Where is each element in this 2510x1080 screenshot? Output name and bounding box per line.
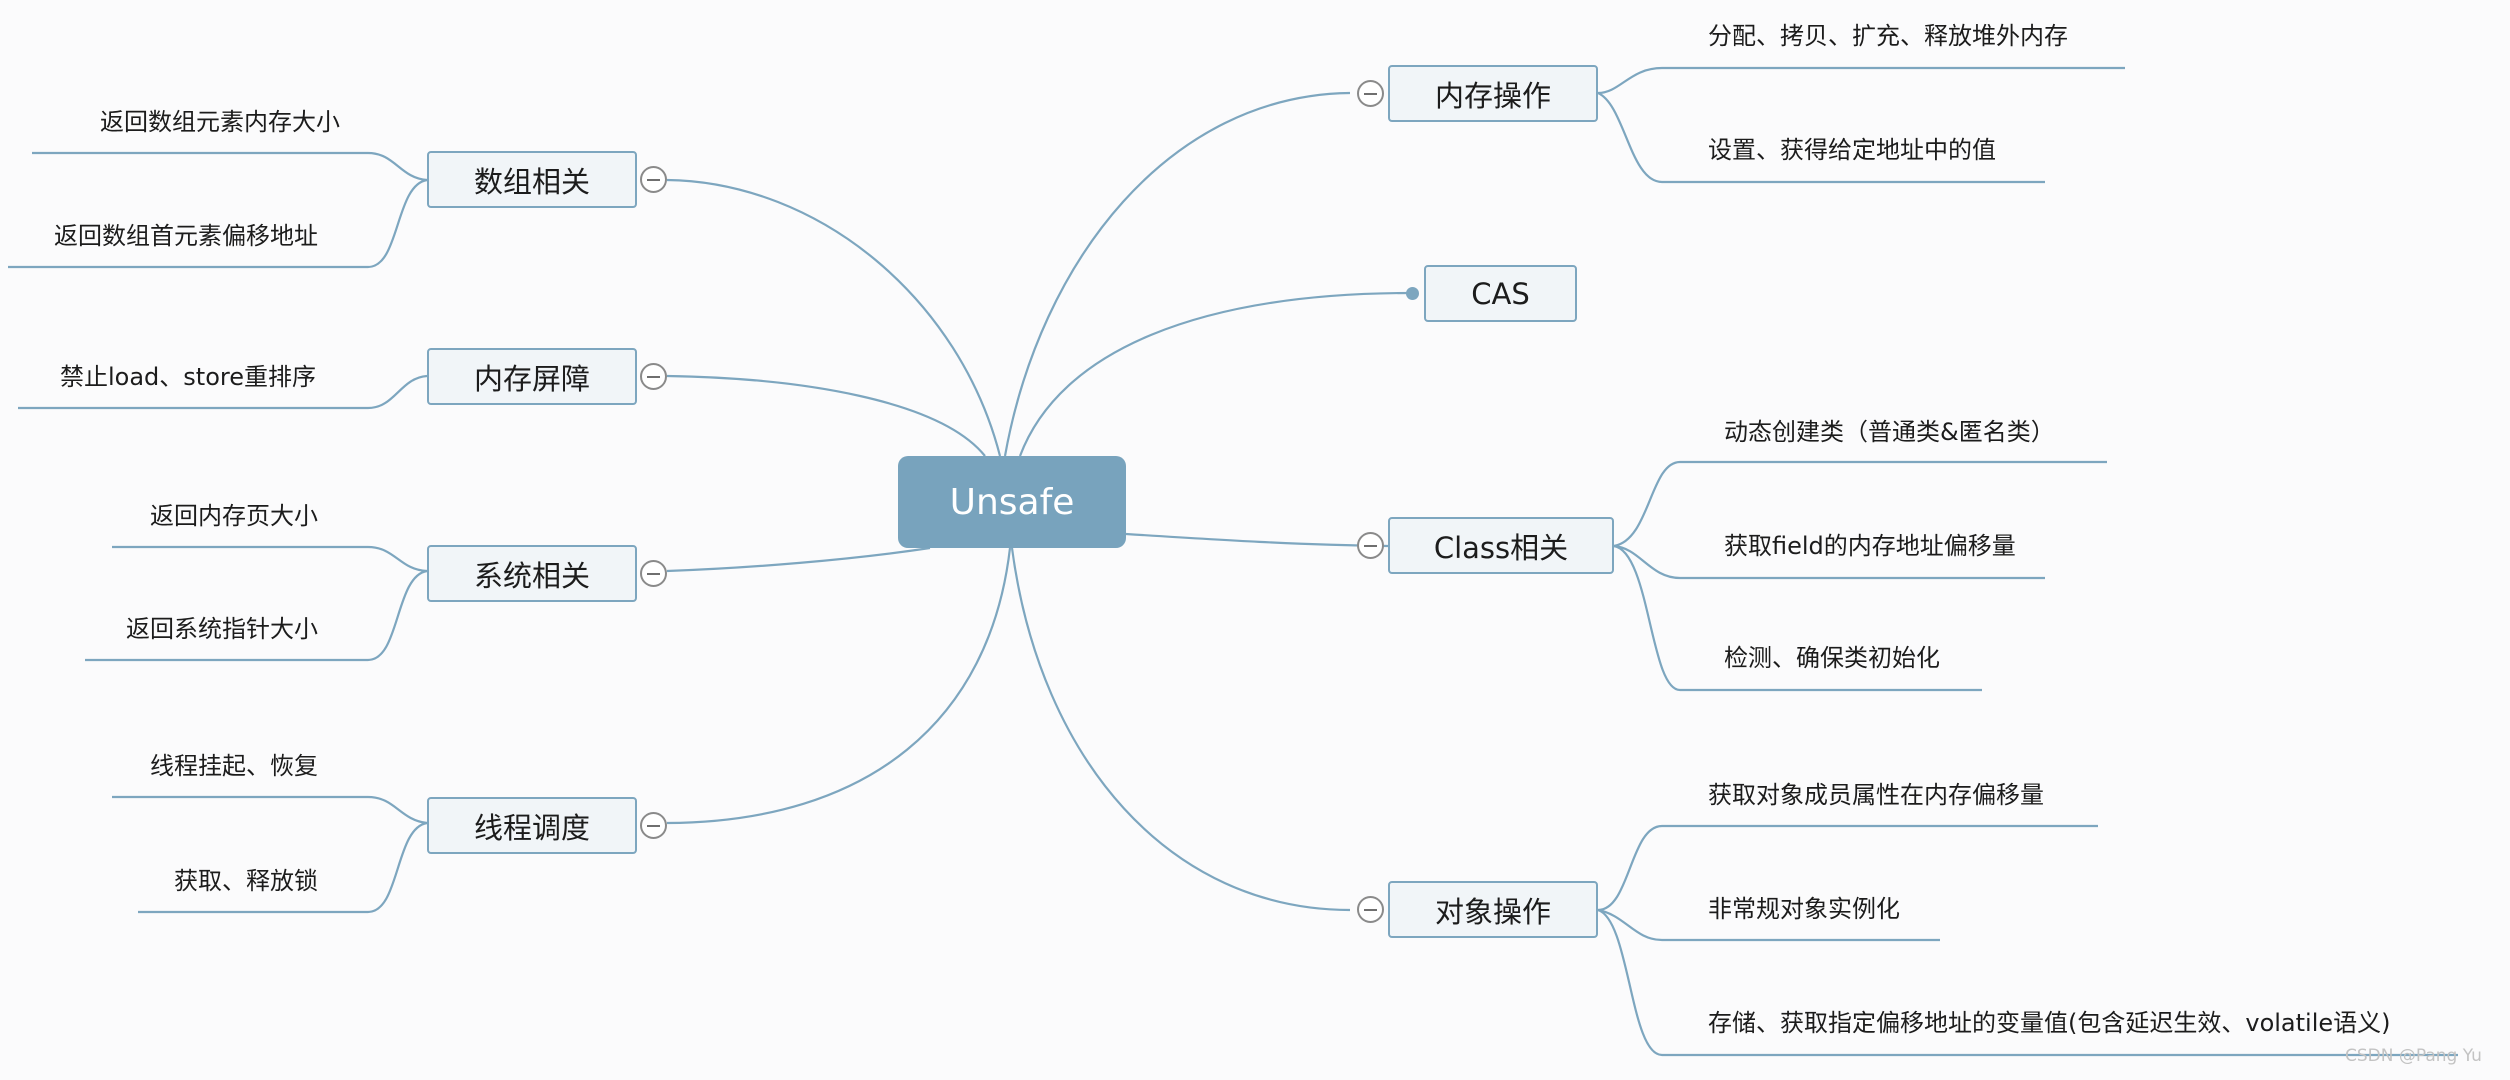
link-system-related bbox=[666, 546, 931, 573]
link-leaf bbox=[1613, 544, 1681, 692]
watermark: CSDN @Pang Yu bbox=[2345, 1046, 2482, 1066]
branch-array-related[interactable]: 数组相关 bbox=[427, 151, 637, 208]
branch-object-ops[interactable]: 对象操作 bbox=[1388, 881, 1598, 938]
link-leaf bbox=[1597, 91, 1663, 184]
branch-memory-barrier[interactable]: 内存屏障 bbox=[427, 348, 637, 405]
link-leaf bbox=[367, 151, 428, 182]
link-leaf bbox=[1597, 824, 1663, 912]
leaf-class-related-3[interactable]: 检测、确保类初始化 bbox=[1724, 644, 1940, 672]
leaf-system-related-1[interactable]: 返回内存页大小 bbox=[150, 502, 318, 530]
link-leaf bbox=[367, 374, 428, 410]
leaf-class-related-1[interactable]: 动态创建类（普通类&匿名类） bbox=[1724, 418, 2055, 446]
leaf-memory-ops-1[interactable]: 分配、拷贝、扩充、释放堆外内存 bbox=[1708, 22, 2068, 50]
collapse-toggle-class-related-icon[interactable] bbox=[1357, 532, 1384, 559]
collapse-toggle-system-related-icon[interactable] bbox=[640, 560, 667, 587]
branch-memory-ops[interactable]: 内存操作 bbox=[1388, 65, 1598, 122]
leaf-thread-sched-2[interactable]: 获取、释放锁 bbox=[174, 867, 318, 895]
collapse-toggle-thread-sched-icon[interactable] bbox=[640, 812, 667, 839]
collapse-toggle-memory-ops-icon[interactable] bbox=[1357, 80, 1384, 107]
link-cas bbox=[1018, 291, 1413, 457]
link-leaf bbox=[367, 821, 428, 914]
link-memory-barrier bbox=[666, 374, 986, 457]
link-object-ops bbox=[1010, 547, 1351, 912]
leaf-class-related-2[interactable]: 获取field的内存地址偏移量 bbox=[1724, 532, 2016, 560]
link-leaf bbox=[367, 178, 428, 269]
link-memory-ops bbox=[1003, 91, 1351, 457]
leaf-memory-barrier-1[interactable]: 禁止load、store重排序 bbox=[60, 363, 316, 391]
link-leaf bbox=[367, 545, 428, 573]
link-thread-sched bbox=[666, 547, 1012, 825]
branch-system-related[interactable]: 系统相关 bbox=[427, 545, 637, 602]
link-leaf bbox=[1613, 544, 1681, 580]
collapse-toggle-array-related-icon[interactable] bbox=[640, 166, 667, 193]
link-array-related bbox=[666, 178, 1002, 457]
leaf-array-related-1[interactable]: 返回数组元素内存大小 bbox=[100, 108, 340, 136]
connector-dot-icon bbox=[1406, 287, 1419, 300]
link-leaf bbox=[367, 795, 428, 825]
link-leaf bbox=[1597, 908, 1663, 942]
link-leaf bbox=[1597, 66, 1663, 95]
branch-class-related[interactable]: Class相关 bbox=[1388, 517, 1614, 574]
leaf-thread-sched-1[interactable]: 线程挂起、恢复 bbox=[150, 752, 318, 780]
link-leaf bbox=[367, 569, 428, 662]
collapse-toggle-memory-barrier-icon[interactable] bbox=[640, 363, 667, 390]
leaf-system-related-2[interactable]: 返回系统指针大小 bbox=[126, 615, 318, 643]
branch-cas[interactable]: CAS bbox=[1424, 265, 1577, 322]
link-class-related bbox=[1125, 532, 1389, 548]
leaf-object-ops-3[interactable]: 存储、获取指定偏移地址的变量值(包含延迟生效、volatile语义) bbox=[1708, 1009, 2391, 1037]
leaf-array-related-2[interactable]: 返回数组首元素偏移地址 bbox=[54, 222, 318, 250]
leaf-object-ops-2[interactable]: 非常规对象实例化 bbox=[1708, 895, 1900, 923]
branch-thread-sched[interactable]: 线程调度 bbox=[427, 797, 637, 854]
leaf-memory-ops-2[interactable]: 设置、获得给定地址中的值 bbox=[1708, 136, 1996, 164]
link-leaf bbox=[1613, 460, 1681, 548]
collapse-toggle-object-ops-icon[interactable] bbox=[1357, 896, 1384, 923]
leaf-object-ops-1[interactable]: 获取对象成员属性在内存偏移量 bbox=[1708, 781, 2044, 809]
link-leaf bbox=[1597, 908, 1663, 1057]
central-topic[interactable]: Unsafe bbox=[898, 456, 1126, 548]
